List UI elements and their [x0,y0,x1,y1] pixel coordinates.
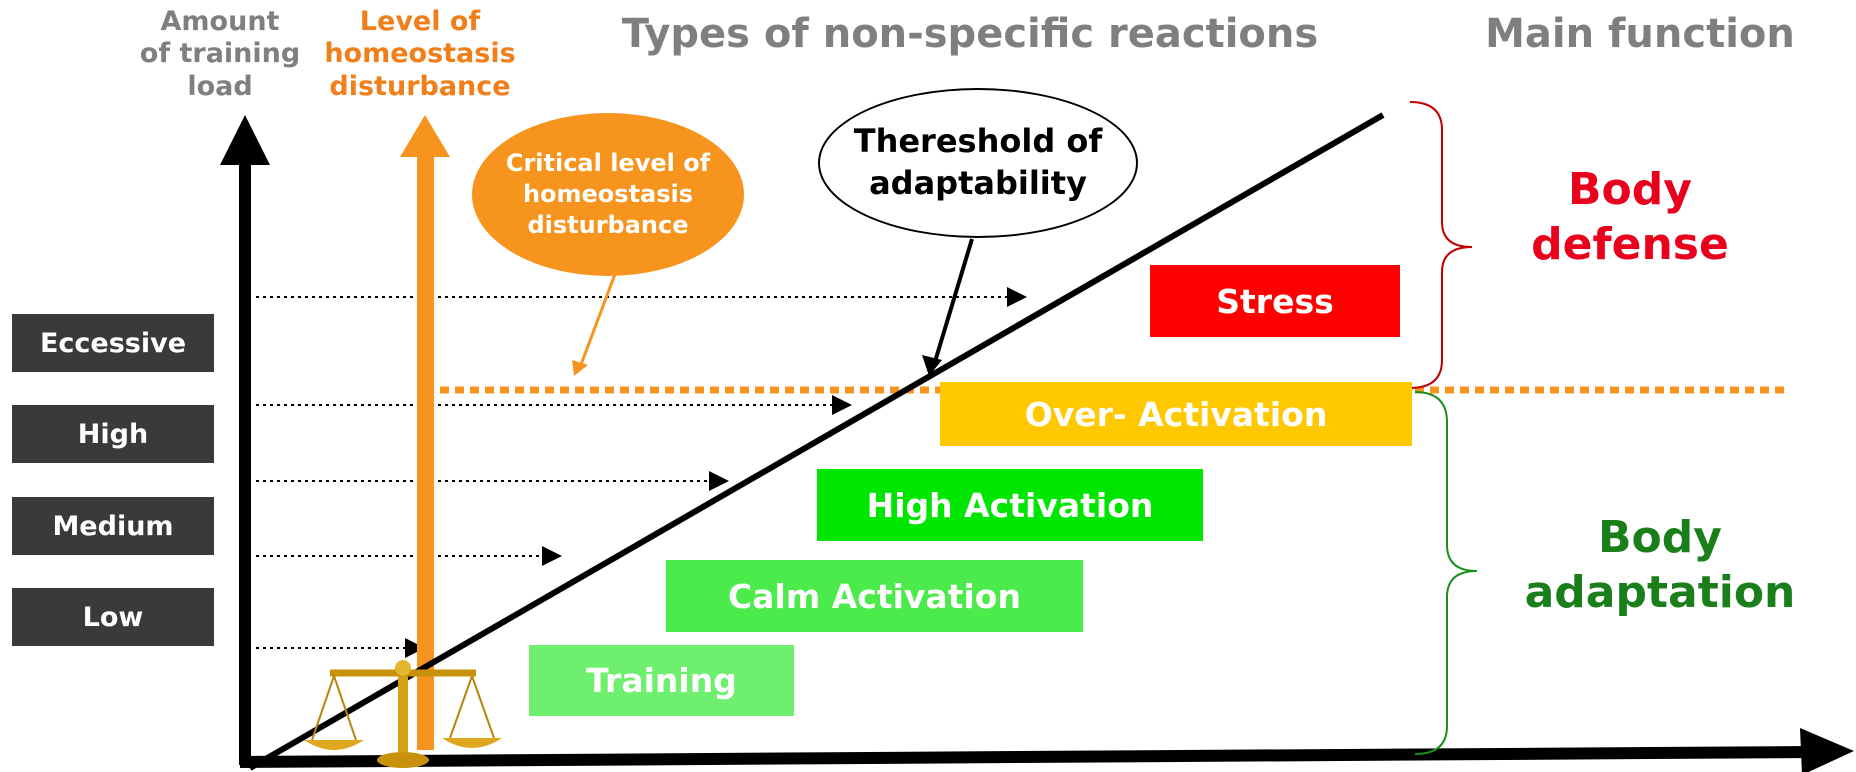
reaction-calm-activation: Calm Activation [666,560,1083,632]
load-level-high: High [12,405,214,463]
homeostasis-header-line-3: disturbance [329,70,511,102]
reaction-training: Training [529,645,794,716]
y-axis-header: Amount of training load [135,6,305,103]
homeostasis-header-line-1: Level of [359,6,481,37]
reaction-high-activation: High Activation [817,469,1203,541]
critical-callout-line-3: disturbance [527,211,689,240]
body-adaptation-line-2: adaptation [1524,567,1796,618]
homeostasis-arrow [400,115,450,750]
body-defense-line-2: defense [1531,219,1729,270]
y-axis-header-line-2: of training [139,38,301,70]
y-axis-header-line-3: load [187,70,253,102]
y-axis-header-line-1: Amount [160,6,280,37]
load-level-low: Low [12,588,214,646]
reaction-over-activation: Over- Activation [940,382,1412,446]
threshold-callout-pointer-head [922,355,942,376]
balance-scale-icon [304,660,502,768]
homeostasis-header-line-2: homeostasis [324,38,516,70]
threshold-callout: Thereshold of adaptability [818,88,1138,238]
y-axis-arrowhead [220,115,270,165]
reaction-stress: Stress [1150,265,1400,337]
load-level-eccessive: Eccessive [12,314,214,372]
x-axis-arrowhead [1800,728,1854,772]
threshold-callout-line-2: adaptability [869,164,1087,202]
defense-brace [1409,101,1473,389]
adaptation-brace [1414,391,1478,755]
x-axis [239,746,1811,768]
body-defense-line-1: Body [1568,164,1692,215]
load-guide-arrows [256,287,1027,658]
threshold-line [248,112,1385,771]
critical-level-callout: Critical level of homeostasis disturbanc… [472,113,744,276]
body-defense-label: Body defense [1500,162,1760,272]
critical-callout-pointer [577,265,620,371]
critical-callout-line-1: Critical level of [505,148,711,177]
body-adaptation-label: Body adaptation [1500,510,1820,620]
threshold-callout-pointer [932,238,974,366]
main-function-header: Main function [1485,11,1795,57]
critical-callout-pointer-head [572,360,588,376]
load-level-medium: Medium [12,497,214,555]
reactions-header: Types of non-specific reactions [621,11,1319,57]
threshold-callout-line-1: Thereshold of [853,122,1103,161]
critical-callout-line-2: homeostasis [522,179,694,208]
homeostasis-header: Level of homeostasis disturbance [315,6,525,103]
body-adaptation-line-1: Body [1598,512,1722,563]
axes [220,115,1854,772]
